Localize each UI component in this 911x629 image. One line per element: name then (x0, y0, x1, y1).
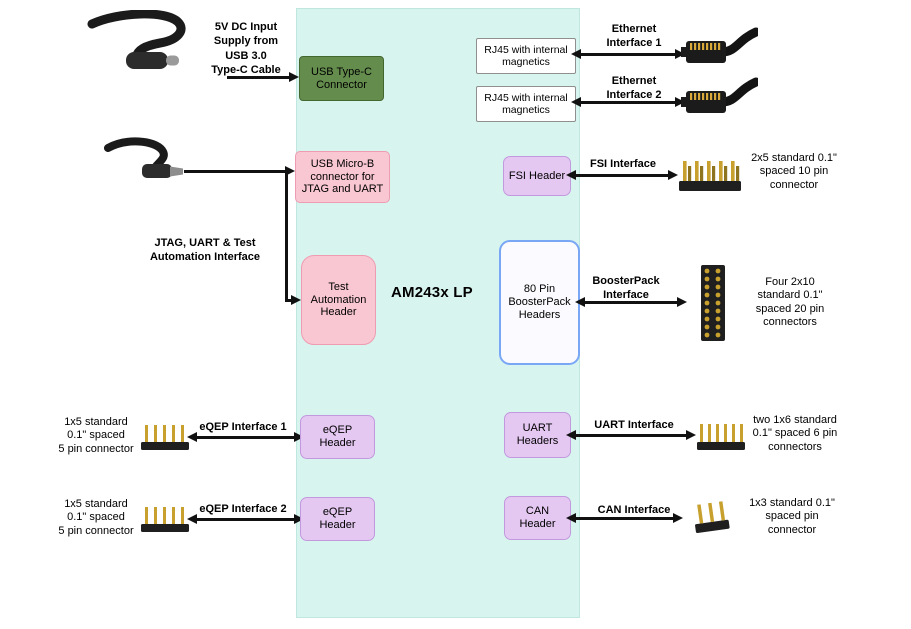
eqep2-arrow (187, 514, 304, 523)
power-arrow (227, 72, 299, 81)
can-connector-text: 1x3 standard 0.1" spaced pin connector (749, 497, 835, 536)
eqep1-pin-header-icon (138, 420, 192, 454)
eqep1-interface-label: eQEP Interface 1 (199, 421, 287, 433)
can-pin-header-icon (680, 498, 742, 536)
ethernet1-interface-label: Ethernet Interface 1 (606, 23, 662, 50)
eqep2-interface-label: eQEP Interface 2 (199, 503, 287, 515)
uart-arrow (566, 430, 696, 439)
ethernet1-arrow (571, 49, 685, 58)
board-title: AM243x LP (391, 284, 473, 301)
fsi-arrow (566, 170, 678, 179)
uart-interface-label: UART Interface (594, 419, 674, 431)
eqep1-arrow (187, 432, 304, 441)
boosterpack-interface-label: BoosterPack Interface (592, 275, 660, 302)
boosterpack-pin-header-icon (686, 258, 738, 346)
boosterpack-connector-text: Four 2x10 standard 0.1" spaced 20 pin co… (755, 276, 825, 329)
boosterpack-headers-box: 80 Pin BoosterPack Headers (499, 240, 580, 365)
fsi-header-box: FSI Header (503, 156, 571, 196)
usb-type-c-cable-icon (84, 10, 196, 76)
ethernet-cable-1-icon (680, 26, 758, 78)
test-automation-header-box: Test Automation Header (301, 255, 376, 345)
usb-micro-b-cable-icon (104, 136, 188, 188)
eqep1-connector-text: 1x5 standard 0.1" spaced 5 pin connector (58, 416, 134, 455)
eqep-header-1-box: eQEP Header (300, 415, 375, 459)
fsi-interface-label: FSI Interface (589, 158, 657, 170)
can-interface-label: CAN Interface (597, 504, 671, 516)
test-automation-arrow (285, 295, 301, 304)
usb-type-c-connector-box: USB Type-C Connector (299, 56, 384, 101)
eqep2-pin-header-icon (138, 502, 192, 536)
ethernet-cable-2-icon (680, 76, 758, 128)
can-header-box: CAN Header (504, 496, 571, 540)
jtag-bracket-line (285, 170, 288, 301)
ethernet2-interface-label: Ethernet Interface 2 (606, 75, 662, 102)
jtag-uart-label: JTAG, UART & Test Automation Interface (149, 237, 260, 264)
eqep2-connector-text: 1x5 standard 0.1" spaced 5 pin connector (58, 498, 134, 537)
uart-connector-text: two 1x6 standard 0.1" spaced 6 pin conne… (752, 414, 838, 453)
usb-micro-b-box: USB Micro-B connector for JTAG and UART (295, 151, 390, 203)
fsi-connector-text: 2x5 standard 0.1" spaced 10 pin connecto… (751, 152, 837, 191)
uart-headers-box: UART Headers (504, 412, 571, 458)
rj45-box-1: RJ45 with internal magnetics (476, 38, 576, 74)
rj45-box-2: RJ45 with internal magnetics (476, 86, 576, 122)
boosterpack-arrow (575, 297, 687, 306)
ethernet2-arrow (571, 97, 685, 106)
can-arrow (566, 513, 683, 522)
fsi-pin-header-icon (674, 153, 746, 197)
usb-micro-arrow (184, 166, 295, 175)
eqep-header-2-box: eQEP Header (300, 497, 375, 541)
power-supply-label: 5V DC Input Supply from USB 3.0 Type-C C… (211, 21, 281, 76)
